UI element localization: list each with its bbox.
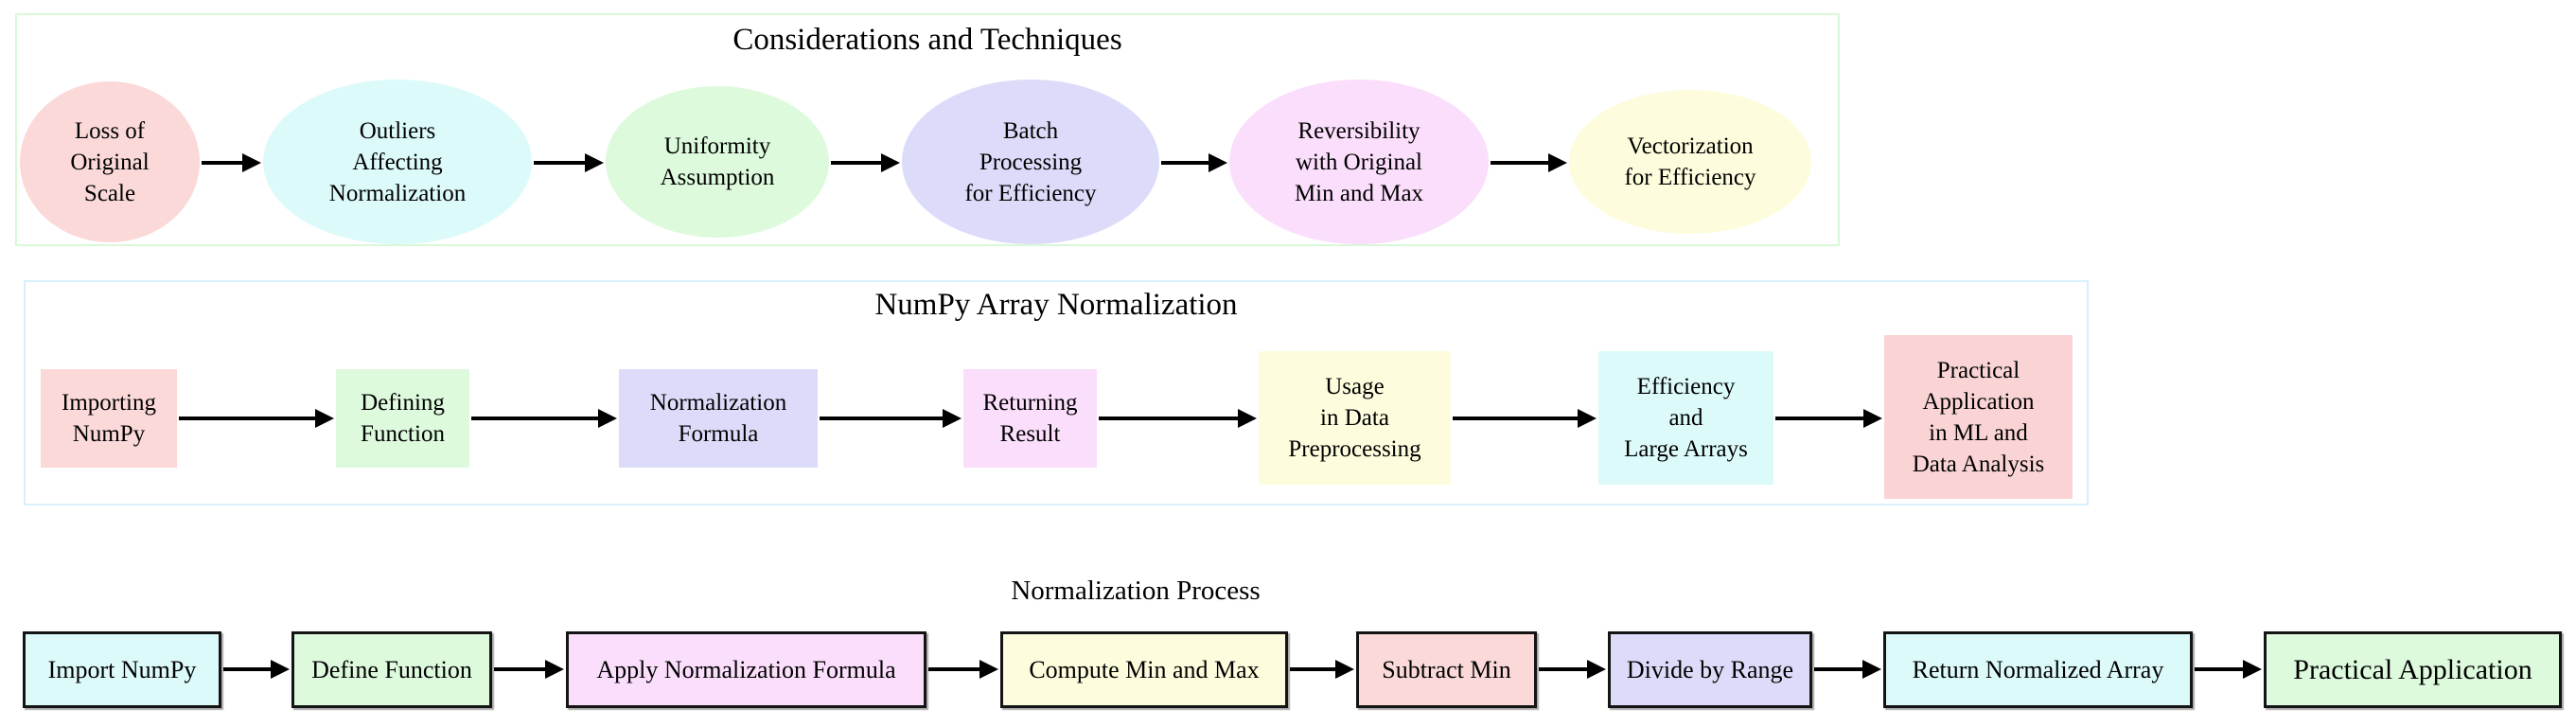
flow-arrow-icon: [534, 161, 585, 165]
flow-arrow-icon: [494, 667, 545, 671]
node-practical-application-in-ml-and-data-analysis: Practical Application in ML and Data Ana…: [1884, 335, 2073, 499]
node-label: Divide by Range: [1626, 655, 1794, 683]
flow-arrow-icon: [1161, 161, 1209, 165]
flow-arrow-icon: [928, 667, 979, 671]
flow-arrow-icon: [1099, 417, 1238, 420]
node-subtract-min: Subtract Min: [1356, 631, 1537, 708]
node-label: Return Normalized Array: [1912, 655, 2164, 683]
node-batch-processing-for-efficiency: Batch Processing for Efficiency: [902, 80, 1159, 244]
node-label: Usage in Data Preprocessing: [1288, 374, 1421, 462]
flow-arrow-icon: [1814, 667, 1862, 671]
flow-arrow-icon: [2195, 667, 2243, 671]
section-frame-considerations: [15, 13, 1840, 246]
flow-arrow-icon: [202, 161, 242, 165]
node-import-numpy: Import NumPy: [23, 631, 221, 708]
section-title-numpy-array-normalization: NumPy Array Normalization: [874, 288, 1238, 322]
node-vectorization-for-efficiency: Vectorization for Efficiency: [1569, 90, 1811, 234]
node-define-function: Define Function: [291, 631, 492, 708]
node-label: Returning Result: [982, 390, 1078, 447]
flow-arrow-icon: [471, 417, 598, 420]
node-label: Batch Processing for Efficiency: [964, 117, 1097, 206]
node-compute-min-and-max: Compute Min and Max: [1000, 631, 1288, 708]
node-label: Outliers Affecting Normalization: [328, 117, 467, 206]
flow-arrow-icon: [179, 417, 315, 420]
node-return-normalized-array: Return Normalized Array: [1883, 631, 2193, 708]
node-outliers-affecting-normalization: Outliers Affecting Normalization: [263, 80, 532, 244]
node-defining-function: Defining Function: [336, 369, 469, 468]
node-label: Apply Normalization Formula: [596, 655, 896, 683]
node-uniformity-assumption: Uniformity Assumption: [606, 86, 829, 238]
flow-arrow-icon: [1453, 417, 1578, 420]
node-returning-result: Returning Result: [963, 369, 1097, 468]
node-label: Practical Application in ML and Data Ana…: [1912, 357, 2045, 477]
flow-arrow-icon: [1539, 667, 1587, 671]
node-importing-numpy: Importing NumPy: [41, 369, 177, 468]
node-label: Define Function: [311, 655, 472, 683]
node-label: Importing NumPy: [62, 390, 156, 447]
node-divide-by-range: Divide by Range: [1608, 631, 1812, 708]
node-practical-application: Practical Application: [2264, 631, 2562, 708]
node-label: Normalization Formula: [649, 390, 787, 447]
node-label: Efficiency and Large Arrays: [1624, 374, 1748, 462]
node-label: Uniformity Assumption: [660, 133, 775, 190]
node-loss-of-original-scale: Loss of Original Scale: [20, 81, 200, 242]
node-normalization-formula: Normalization Formula: [619, 369, 818, 468]
node-label: Loss of Original Scale: [70, 117, 150, 206]
flow-arrow-icon: [1491, 161, 1548, 165]
flow-arrow-icon: [820, 417, 943, 420]
node-label: Reversibility with Original Min and Max: [1294, 117, 1424, 206]
section-title-considerations: Considerations and Techniques: [732, 23, 1122, 57]
flow-arrow-icon: [223, 667, 271, 671]
node-label: Practical Application: [2293, 653, 2532, 685]
node-reversibility-with-original-min-and-max: Reversibility with Original Min and Max: [1229, 80, 1489, 244]
section-title-normalization-process: Normalization Process: [1011, 576, 1261, 606]
node-usage-in-data-preprocessing: Usage in Data Preprocessing: [1259, 351, 1451, 485]
node-efficiency-and-large-arrays: Efficiency and Large Arrays: [1598, 351, 1773, 485]
section-frame-numpy-array-normalization: [24, 280, 2089, 505]
node-apply-normalization-formula: Apply Normalization Formula: [566, 631, 926, 708]
node-label: Defining Function: [361, 390, 445, 447]
node-label: Import NumPy: [47, 655, 197, 683]
node-label: Compute Min and Max: [1029, 655, 1260, 683]
node-label: Subtract Min: [1382, 655, 1511, 683]
node-label: Vectorization for Efficiency: [1624, 133, 1756, 190]
flow-arrow-icon: [1290, 667, 1335, 671]
flow-arrow-icon: [1775, 417, 1863, 420]
flow-arrow-icon: [831, 161, 881, 165]
